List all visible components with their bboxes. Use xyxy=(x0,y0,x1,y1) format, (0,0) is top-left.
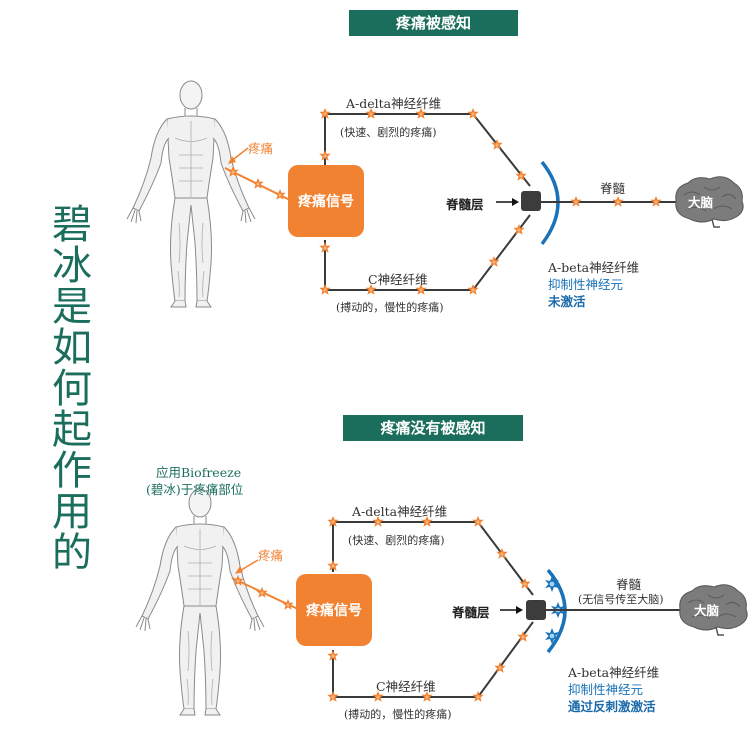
bottom-pain-label: 疼痛 xyxy=(258,548,284,563)
bottom-inhibitory-label: 抑制性神经元 xyxy=(568,682,644,697)
top-spinal-arrow xyxy=(496,198,519,206)
bottom-signal-box: 疼痛信号 xyxy=(296,574,372,646)
top-a-delta-sub: (快速、剧烈的疼痛) xyxy=(340,126,437,139)
applied-label-line1: 应用Biofreeze xyxy=(156,465,242,480)
top-spinal-layer-label: 脊髓层 xyxy=(446,197,484,212)
side-title-char: 碧 xyxy=(52,202,92,248)
bottom-brain-label: 大脑 xyxy=(694,603,720,618)
top-banner: 疼痛被感知 xyxy=(349,10,518,36)
top-a-delta-path xyxy=(319,108,531,187)
top-spinal-node xyxy=(521,191,541,211)
side-title: 碧 冰 是 如 何 起 作 用 的 xyxy=(48,205,96,574)
top-human-body xyxy=(126,80,256,308)
top-c-fiber-sub: (搏动的，慢性的疼痛) xyxy=(336,301,444,314)
bottom-a-delta-path xyxy=(327,516,534,596)
top-spinal-cord-label: 脊髓 xyxy=(600,181,626,196)
top-inhibitory-label: 抑制性神经元 xyxy=(548,277,624,292)
side-title-char: 用 xyxy=(52,489,92,535)
bottom-spinal-node xyxy=(526,600,546,620)
top-pain-label: 疼痛 xyxy=(248,141,274,156)
top-c-fiber-title: C神经纤维 xyxy=(368,272,428,287)
applied-label-line2: (碧冰)于疼痛部位 xyxy=(146,482,244,497)
bottom-a-delta-sub: (快速、剧烈的疼痛) xyxy=(348,534,445,547)
top-signal-box: 疼痛信号 xyxy=(288,165,364,237)
side-title-char: 何 xyxy=(52,366,92,412)
top-a-delta-title: A-delta神经纤维 xyxy=(346,96,442,111)
top-a-beta-label: A-beta神经纤维 xyxy=(548,260,640,275)
top-pain-path xyxy=(224,166,291,201)
bottom-spinal-layer-label: 脊髓层 xyxy=(452,605,490,620)
side-title-char: 冰 xyxy=(52,243,92,289)
side-title-char: 起 xyxy=(52,407,92,453)
side-title-char: 如 xyxy=(52,325,92,371)
bottom-a-delta-title: A-delta神经纤维 xyxy=(352,504,448,519)
bottom-pain-arrow xyxy=(235,559,259,574)
bottom-c-fiber-path xyxy=(327,621,534,702)
bottom-status-label: 通过反刺激激活 xyxy=(568,699,656,714)
top-pain-arrow xyxy=(228,147,249,164)
bottom-a-beta-label: A-beta神经纤维 xyxy=(568,665,660,680)
top-brain-label: 大脑 xyxy=(688,195,714,210)
bottom-spinal-arrow xyxy=(500,606,523,614)
bottom-spinal-cord-label: 脊髓 xyxy=(616,577,642,592)
top-spinal-cord-path xyxy=(541,196,676,207)
top-status-label: 未激活 xyxy=(548,294,586,309)
bottom-human-body xyxy=(135,488,265,716)
bottom-pain-path xyxy=(231,575,301,611)
bottom-spinal-cord-sub: (无信号传至大脑) xyxy=(578,593,664,606)
bottom-c-fiber-title: C神经纤维 xyxy=(376,679,436,694)
bottom-banner: 疼痛没有被感知 xyxy=(343,415,523,441)
top-c-fiber-path xyxy=(319,214,531,295)
bottom-c-fiber-sub: (搏动的，慢性的疼痛) xyxy=(344,708,452,721)
side-title-char: 作 xyxy=(52,448,92,494)
side-title-char: 是 xyxy=(52,284,92,330)
side-title-char: 的 xyxy=(52,530,92,576)
